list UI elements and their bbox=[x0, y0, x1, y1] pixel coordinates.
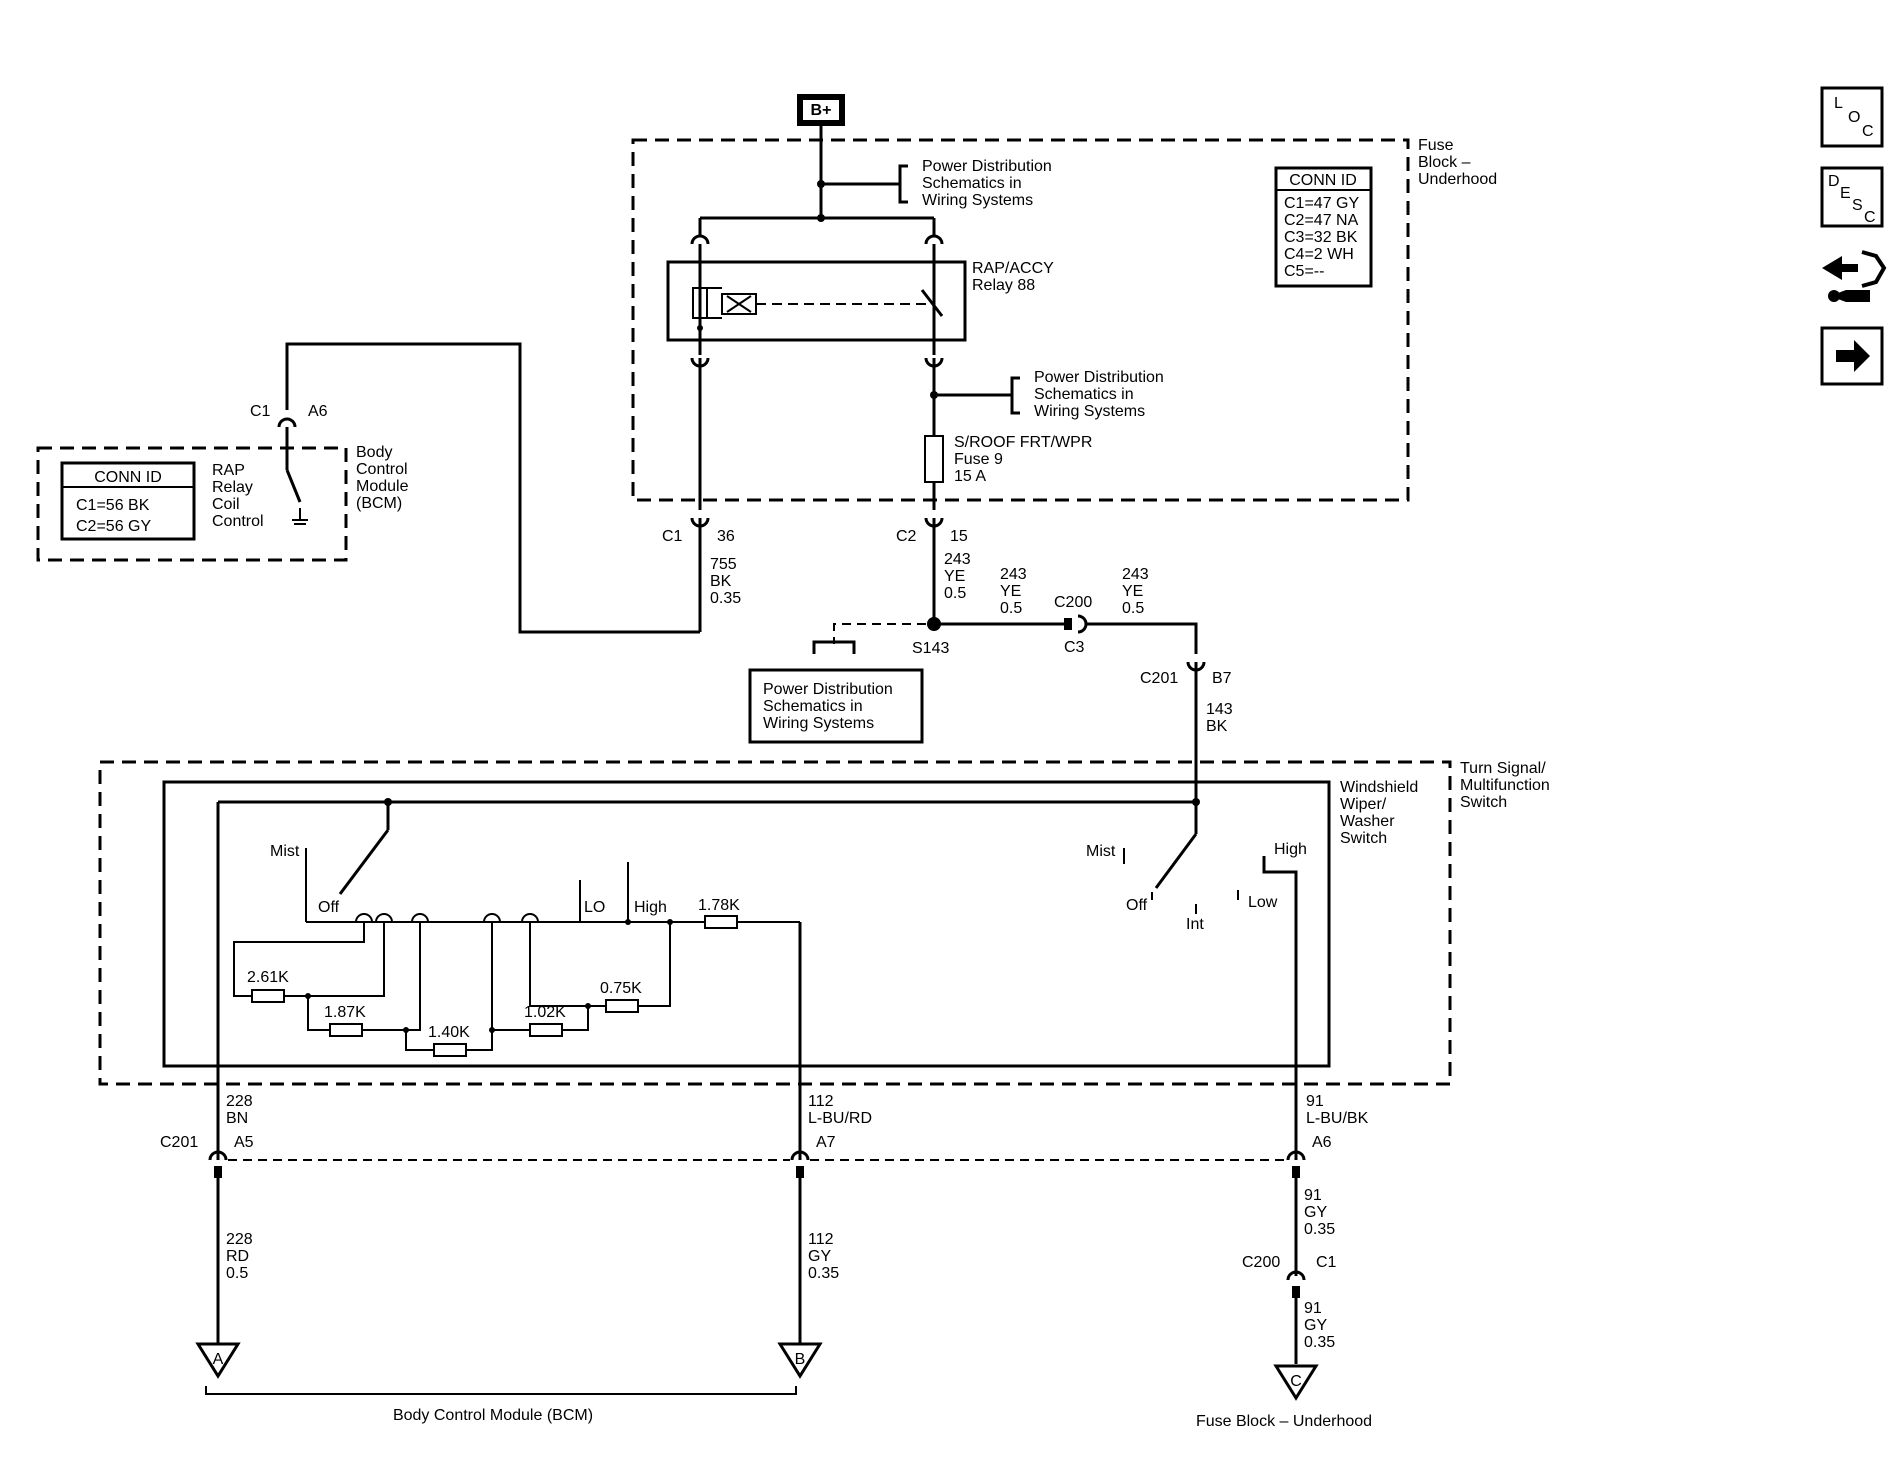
c1-label-bottom: C1 bbox=[1316, 1254, 1337, 1271]
lo-label-left: LO bbox=[584, 899, 605, 916]
svg-text:L: L bbox=[1834, 95, 1843, 112]
bcm-conn-table bbox=[60, 461, 196, 541]
c200-label-top: C200 bbox=[1054, 594, 1092, 611]
mist-label-right: Mist bbox=[1086, 843, 1116, 860]
windshield-wiper-washer-switch-box bbox=[162, 780, 1331, 1068]
r178-label: 1.78K bbox=[698, 897, 740, 914]
terminal-c bbox=[1273, 1364, 1319, 1401]
svg-text:D: D bbox=[1828, 173, 1840, 190]
rap-accy-relay bbox=[666, 260, 967, 342]
bcm-a6-label: A6 bbox=[308, 403, 328, 420]
high-label-left: High bbox=[634, 899, 667, 916]
pin-36-label: 36 bbox=[717, 528, 735, 545]
off-label-left: Off bbox=[318, 899, 340, 916]
c3-label: C3 bbox=[1064, 639, 1085, 656]
fuse-block-conn-table bbox=[1274, 166, 1373, 288]
r261-label: 2.61K bbox=[247, 969, 289, 986]
s143-label: S143 bbox=[912, 640, 949, 657]
a5-label: A5 bbox=[234, 1134, 254, 1151]
svg-text:O: O bbox=[1848, 109, 1860, 126]
mist-label-left: Mist bbox=[270, 843, 300, 860]
bcm-dashed-box bbox=[36, 446, 348, 562]
c1-label: C1 bbox=[662, 528, 683, 545]
pds-box-lower bbox=[748, 668, 924, 744]
resistor-1-87k bbox=[329, 1023, 363, 1037]
pin-15-label: 15 bbox=[950, 528, 968, 545]
r075-label: 0.75K bbox=[600, 980, 642, 997]
bcm-conn-title: CONN ID bbox=[94, 469, 162, 486]
c201-label-top: C201 bbox=[1140, 670, 1178, 687]
c2-label: C2 bbox=[896, 528, 917, 545]
svg-text:C: C bbox=[1862, 123, 1874, 140]
high-label-right: High bbox=[1274, 841, 1307, 858]
r140-label: 1.40K bbox=[428, 1024, 470, 1041]
svg-text:C: C bbox=[1864, 209, 1876, 226]
resistor-0-75k bbox=[605, 999, 639, 1013]
r187-label: 1.87K bbox=[324, 1004, 366, 1021]
resistor-2-61k bbox=[251, 989, 285, 1003]
a6-label-bottom: A6 bbox=[1312, 1134, 1332, 1151]
int-label: Int bbox=[1186, 916, 1204, 933]
next-arrow-icon[interactable] bbox=[1820, 326, 1884, 386]
terminal-c-label: C bbox=[1290, 1373, 1302, 1390]
c201-label-bottom: C201 bbox=[160, 1134, 198, 1151]
bcm-c1-label: C1 bbox=[250, 403, 271, 420]
low-label: Low bbox=[1248, 894, 1278, 911]
bplus-label: B+ bbox=[811, 102, 832, 119]
desc-icon[interactable]: D E S C bbox=[1820, 166, 1884, 228]
off-label-right: Off bbox=[1126, 897, 1148, 914]
connector-repair-icon[interactable] bbox=[1822, 250, 1887, 302]
terminal-a-label: A bbox=[213, 1351, 224, 1368]
fb-conn-values: C1=47 GY C2=47 NA C3=32 BK C4=2 WH C5=-- bbox=[1284, 195, 1363, 280]
c200-label-bottom: C200 bbox=[1242, 1254, 1280, 1271]
fuse-block-bottom-label: Fuse Block – Underhood bbox=[1196, 1413, 1372, 1430]
svg-text:S: S bbox=[1852, 197, 1863, 214]
svg-text:E: E bbox=[1840, 185, 1851, 202]
terminal-a bbox=[195, 1342, 241, 1379]
terminal-b bbox=[777, 1342, 823, 1379]
loc-icon[interactable]: L O C bbox=[1820, 86, 1884, 148]
r102-label: 1.02K bbox=[524, 1004, 566, 1021]
bcm-bottom-label: Body Control Module (BCM) bbox=[393, 1407, 593, 1424]
fb-conn-title: CONN ID bbox=[1289, 172, 1357, 189]
terminal-b-label: B bbox=[795, 1351, 806, 1368]
fuse-block-underhood-box bbox=[631, 138, 1410, 502]
resistor-1-40k bbox=[433, 1043, 467, 1057]
a7-label: A7 bbox=[816, 1134, 836, 1151]
b7-label: B7 bbox=[1212, 670, 1232, 687]
resistor-1-02k bbox=[529, 1023, 563, 1037]
fuse-9 bbox=[924, 435, 944, 483]
resistor-1-78k bbox=[704, 915, 738, 929]
